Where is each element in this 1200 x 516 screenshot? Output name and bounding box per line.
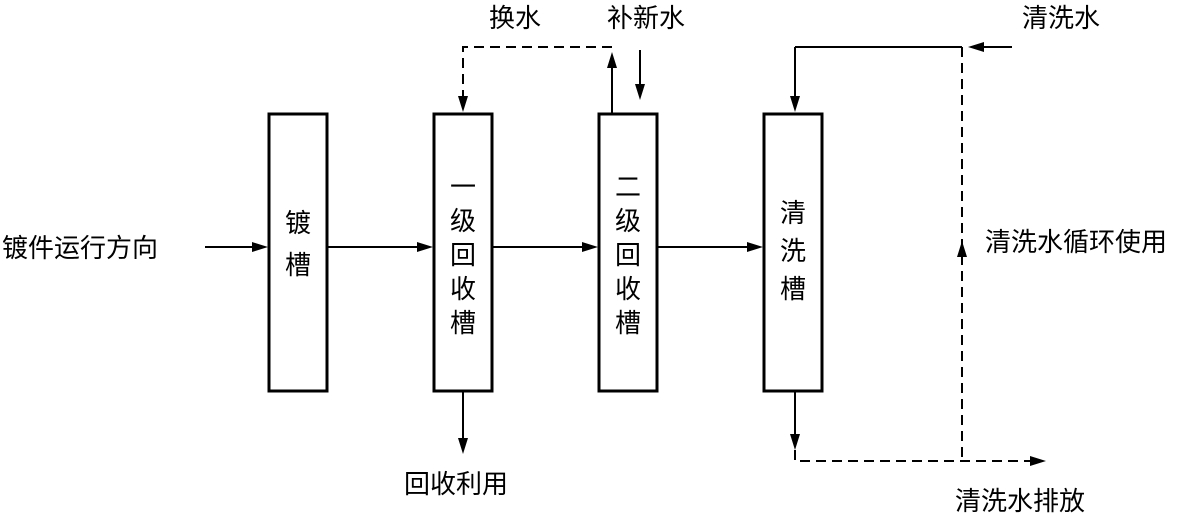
flow-arrow-primary-to-secondary <box>582 242 598 252</box>
plating-tank-label-1: 镀 <box>285 209 311 239</box>
primary-recovery-tank-label-3: 回 <box>450 241 476 271</box>
rinse-in-arrow <box>968 42 984 52</box>
flow-arrow-plating-to-primary <box>417 242 433 252</box>
exchange-water-label: 换水 <box>489 4 541 34</box>
direction-label: 镀件运行方向 <box>2 234 158 264</box>
primary-recovery-tank-label-5: 槽 <box>450 309 476 339</box>
rinse-water-in-label: 清洗水 <box>1022 4 1100 34</box>
primary-recovery-tank-box <box>432 112 494 393</box>
primary-recovery-tank-label-1: 一 <box>450 173 476 203</box>
rinse-feed-arrow <box>790 96 800 112</box>
secondary-recovery-tank-box <box>597 112 659 393</box>
flow-arrow-secondary-to-rinse <box>747 242 763 252</box>
makeup-water-label: 补新水 <box>607 4 685 34</box>
secondary-recovery-tank-label-2: 级 <box>615 207 641 237</box>
primary-recovery-tank-label-2: 级 <box>450 207 476 237</box>
discharge-arrow <box>1030 456 1046 466</box>
secondary-recovery-tank-label-5: 槽 <box>615 309 641 339</box>
rinse-discharge-label: 清洗水排放 <box>955 487 1085 516</box>
plating-tank-box <box>267 112 329 393</box>
exchange-line-dashed <box>462 46 612 98</box>
recovery-out-arrow <box>458 438 468 454</box>
rinse-out-arrow <box>790 434 800 450</box>
secondary-recovery-tank-label-1: 二 <box>615 173 641 203</box>
rinse-tank-label-3: 槽 <box>780 275 806 305</box>
exchange-arrow-into-primary <box>458 96 468 112</box>
recycle-arrow-up <box>957 241 967 257</box>
rinse-recycle-label: 清洗水循环使用 <box>985 228 1167 258</box>
rinse-tank-label-2: 洗 <box>780 237 806 267</box>
rinse-tank-label-1: 清 <box>780 199 806 229</box>
secondary-recovery-tank-label-3: 回 <box>615 241 641 271</box>
discharge-line-dashed <box>794 450 1032 462</box>
secondary-recovery-tank-label-4: 收 <box>615 275 641 305</box>
makeup-water-arrow <box>635 84 645 100</box>
recovery-use-label: 回收利用 <box>404 470 508 500</box>
rinse-tank-box <box>762 112 824 393</box>
flow-arrow-direction <box>252 242 268 252</box>
primary-recovery-tank-label-4: 收 <box>450 275 476 305</box>
exchange-arrow-up <box>607 52 617 68</box>
plating-tank-label-2: 槽 <box>285 251 311 281</box>
